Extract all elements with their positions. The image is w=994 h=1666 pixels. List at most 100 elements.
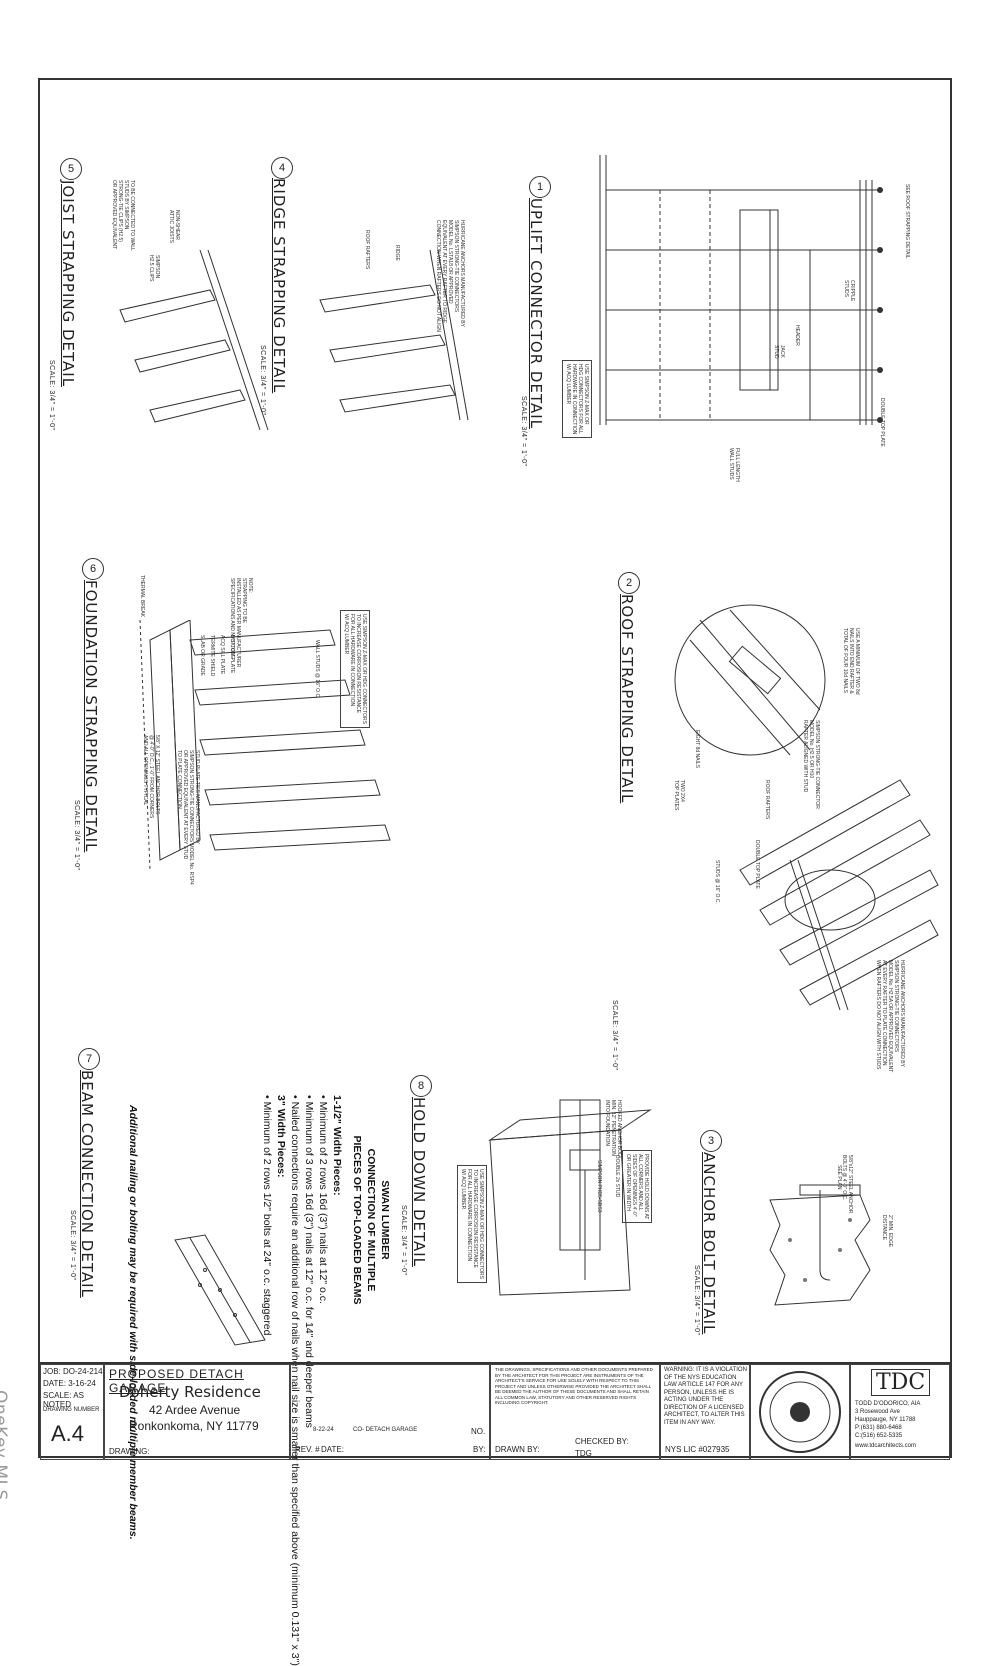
detail-number-3: 3 [700,1130,722,1152]
note-anchor-edge: 2" MIN. EDGE DISTANCE [881,1215,893,1248]
note-roof-top-plates: TWO 2X4 TOP PLATES [673,780,685,811]
swan-bullet-1: Minimum of 2 rows 16d (3") nails at 12" … [317,1101,329,1304]
title-block: JOB: DO-24-214 DATE: 3-16-24 SCALE: AS N… [40,1362,950,1460]
detail-scale-8: SCALE: 3/4" = 1'-0" [400,1205,407,1276]
drawing-number: A.4 [51,1421,85,1446]
swan-additional-note: Additional nailing or bolting may be req… [127,1105,139,1540]
detail-number-2: 2 [618,572,640,594]
checked-by-value: TDG [575,1449,592,1458]
project-city: Ronkonkoma, NY 11779 [129,1419,259,1433]
note-foundation-hardware: USE SIMPSON Z-MAX OR HDG CONNECTORS TO I… [340,610,370,728]
detail-title-foundation-strapping: FOUNDATION STRAPPING DETAIL [82,580,100,853]
note-roof-rafters: ROOF RAFTERS [764,780,770,820]
detail-title-beam-connection: BEAM CONNECTION DETAIL [78,1070,96,1298]
note-hooked-anchor: HOOKED ANCHOR BOLT MIN. 12" PENETRATION … [604,1100,622,1159]
firm-city: Hauppauge, NY 11788 [855,1417,916,1423]
law-warning: WARNING: IT IS A VIOLATION OF THE NYS ED… [664,1367,747,1426]
rev-by-label: BY: [473,1445,486,1454]
note-roof-simpson: SIMPSON STRONG-TIE CONNECTOR MODEL No. H… [802,720,820,809]
note-stud-plate-ties: STUD PLATE TIES MANUFACTURED BY SIMPSON … [176,750,200,885]
note-thermal-break: THERMAL BREAK [139,575,145,618]
detail-number-8: 8 [410,1075,432,1097]
swan-line-2: CONNECTION OF MULTIPLE [365,1148,377,1292]
drawing-label: DRAWING: [109,1447,150,1456]
note-double-top-plate: DOUBLE TOP PLATE [879,398,885,447]
foundation-strapping-drawing [139,620,391,870]
note-anchor-bolts: 5/8" X 12" STEEL ANCHOR BOLTS @ 4'-0" O.… [142,735,160,819]
note-full-length-studs: FULL LENGTH WALL STUDS [728,448,740,482]
note-cripple-studs: CRIPPLE STUDS [843,280,855,302]
firm-phone: P:(631) 880-6468 [855,1425,902,1431]
detail-number-5: 5 [60,158,82,180]
swan-line-3: PIECES OF TOP-LOADED BEAMS [351,1135,363,1305]
note-header: HEADER [794,325,800,346]
note-bottom-plate: BOTTOM PLATE [229,635,235,674]
detail-scale-2: SCALE: 3/4" = 1'-0" [611,1000,618,1071]
hold-down-drawing [488,1099,652,1296]
project-title: PROPOSED DETACH GARAGE [109,1367,244,1395]
rev-label: REV. # [295,1445,320,1454]
joist-strapping-drawing [119,249,269,431]
copyright-disclaimer: THE DRAWINGS, SPECIFICATIONS AND OTHER D… [495,1367,653,1405]
note-wall-studs: WALL STUDS @ 16" O.C. [314,640,320,699]
note-attic-joists: NON-SHEAR ATTIC JOISTS [168,210,180,243]
architect-seal-area [750,1364,850,1460]
note-hold-down-openings: PROVIDE HOLD DOWNS AT ALL CORNERS AND AL… [622,1150,652,1224]
detail-scale-5: SCALE: 3/4" = 1'-0" [48,360,55,431]
note-simpson-phd5: SIMPSON PHD5-SDS3 [596,1160,602,1213]
swan-width-1: 1-1/2" Width Pieces: [331,1095,343,1196]
swan-line-1: SWAN LUMBER [379,1180,391,1260]
note-acq-sill: ACQ SILL PLATE [219,635,225,675]
uplift-connector-drawing [599,155,883,425]
note-roof-hurricane: HURRICANE ANCHORS MANUFACTURED BY SIMPSO… [875,960,905,1073]
firm-website: www.tdcarchitects.com [855,1443,917,1449]
rev-description: CO- DETACH GARAGE [353,1427,418,1433]
firm-address: 3 Rosewood Ave [855,1409,900,1415]
architect-seal [759,1371,841,1453]
detail-number-7: 7 [78,1048,100,1070]
note-termite: TERMITE SHIELD [209,635,215,677]
ridge-strapping-drawing [319,249,469,421]
note-anchor-see-plan: SEE PLAN [836,1165,842,1190]
detail-title-anchor-bolt: ANCHOR BOLT DETAIL [700,1152,718,1335]
anchor-bolt-drawing [769,1184,871,1306]
note-h25-clips: SIMPSON H2.5 CLIPS [148,255,160,282]
detail-scale-7: SCALE: 3/4" = 1'-0" [69,1210,76,1281]
detail-number-1: 1 [529,176,551,198]
job-number: JOB: DO-24-214 [43,1367,103,1376]
drawing-number-label: DRAWING NUMBER [43,1407,100,1413]
beam-connection-drawing [174,1234,266,1346]
note-slab: SLAB OR GRADE [199,635,205,676]
note-joist-h25: TO BE CONNECTED TO WALL STUDS BY SIMPSON… [111,180,135,251]
note-see-roof-strapping: SEE ROOF STRAPPING DETAIL [904,184,910,259]
note-roof-8d-nails: EIGHT 8d NAILS [694,730,700,768]
firm-logo: TDC [871,1369,931,1396]
owner-name: Doherty Residence [119,1383,261,1401]
detail-number-4: 4 [271,157,293,179]
license-number: NYS LIC #027935 [665,1445,730,1454]
project-street: 42 Ardee Avenue [149,1403,241,1417]
swan-width-2: 3" Width Pieces: [275,1095,287,1178]
detail-scale-1: SCALE: 3/4" = 1'-0" [520,396,527,467]
drawing-date: DATE: 3-16-24 [43,1379,96,1388]
note-roof-rafters-ridge: ROOF RAFTERS [364,230,370,270]
drawing-sheet: 1 UPLIFT CONNECTOR DETAIL SCALE: 3/4" = … [38,78,952,1666]
detail-title-hold-down: HOLD DOWN DETAIL [410,1097,428,1268]
note-ridge: RIDGE [394,245,400,261]
note-roof-use-nails: USE A MINIMUM OF TWO 8d NAILS INTO END R… [842,628,860,695]
note-roof-studs: STUDS @ 16" O.C. [714,860,720,904]
onekey-watermark: OneKey MLS [0,1390,10,1501]
note-hold-hardware: USE SIMPSON Z-MAX OR HDG CONNECTORS TO I… [457,1165,487,1283]
detail-title-uplift-connector: UPLIFT CONNECTOR DETAIL [527,198,545,430]
note-jack-stud: JACK STUD [773,345,785,359]
detail-title-roof-strapping: ROOF STRAPPING DETAIL [618,594,636,804]
firm-cell: C:(516) 652-5335 [855,1433,903,1439]
rev-no-label: NO. [471,1427,486,1436]
firm-block: TDC TODD D'ODORICO, AIA 3 Rosewood Ave H… [850,1364,950,1460]
note-roof-double-plate: DOUBLE TOP PLATE [754,840,760,889]
drawing-scale: SCALE: AS NOTED [43,1391,84,1409]
rev-date: 8-22-24 [313,1427,334,1433]
date-col-label: DATE: [321,1445,344,1454]
swan-lumber-header: SWAN LUMBER CONNECTION OF MULTIPLE PIECE… [350,1100,392,1340]
drawn-by: DRAWN BY: [495,1445,540,1454]
